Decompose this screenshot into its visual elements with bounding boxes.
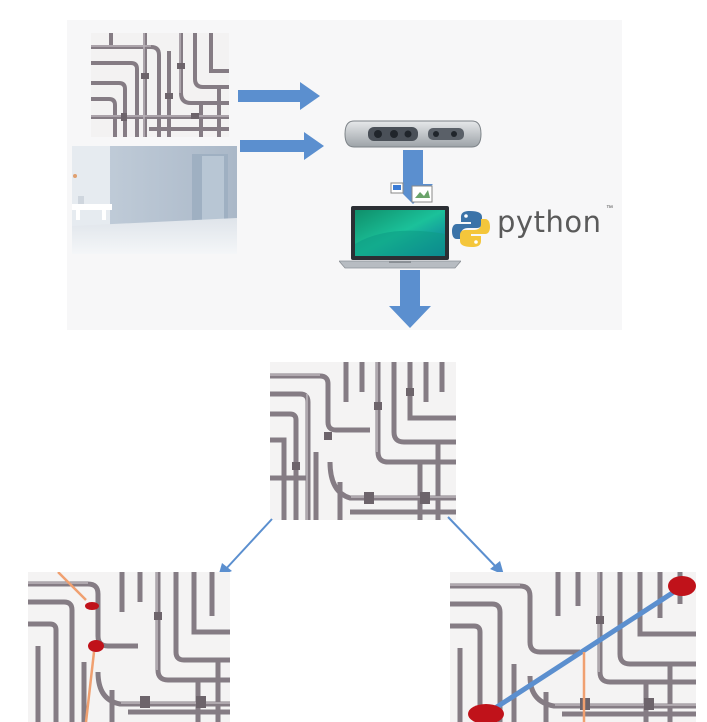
trademark-symbol: ™ xyxy=(606,205,613,212)
pipe-network-graphic-center xyxy=(270,362,456,520)
output-pipe-image-left xyxy=(28,572,230,722)
arrow-right-top xyxy=(238,82,320,110)
pipe-network-graphic-right xyxy=(450,572,696,722)
output-pipe-image-right xyxy=(450,572,696,722)
input-arrows xyxy=(238,82,324,160)
split-arrows xyxy=(218,516,504,577)
defect-marker-1 xyxy=(85,602,99,610)
processed-pipe-image xyxy=(270,362,456,520)
pointer-line-1 xyxy=(57,572,87,601)
room-graphic xyxy=(72,146,237,254)
arrow-right-line xyxy=(447,516,499,570)
pipe-network-graphic-left xyxy=(28,572,230,722)
defect-marker-2 xyxy=(88,640,104,652)
input-pipe-image xyxy=(91,33,229,137)
endpoint-marker-top xyxy=(668,576,696,596)
room-photo xyxy=(72,146,237,254)
arrow-right-bottom xyxy=(240,132,324,160)
measurement-line xyxy=(484,585,682,717)
arrow-left-line xyxy=(223,518,273,572)
python-wordmark: python xyxy=(497,205,602,239)
arrow-laptop-to-result xyxy=(389,270,431,328)
app-icons xyxy=(390,182,433,203)
endpoint-marker-bottom xyxy=(468,704,504,722)
laptop-icon xyxy=(339,206,461,269)
pointer-line-2 xyxy=(84,651,96,722)
depth-camera-icon xyxy=(344,120,482,148)
arrow-right-head xyxy=(490,561,504,575)
pipe-network-graphic xyxy=(91,33,229,137)
python-logo-icon xyxy=(452,211,490,247)
